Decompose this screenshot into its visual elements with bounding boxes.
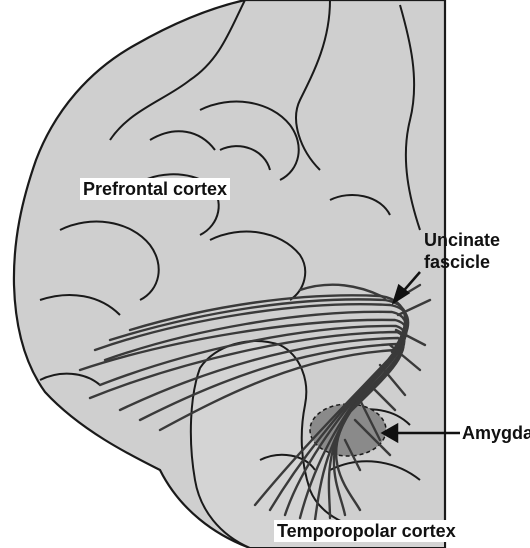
label-uncinate-fascicle: Uncinate fascicle [424, 229, 500, 273]
label-uncinate-line2: fascicle [424, 251, 500, 273]
label-uncinate-line1: Uncinate [424, 229, 500, 251]
label-amygdala: Amygdala [462, 422, 530, 444]
label-temporopolar-cortex: Temporopolar cortex [274, 520, 459, 542]
label-prefrontal-cortex: Prefrontal cortex [80, 178, 230, 200]
